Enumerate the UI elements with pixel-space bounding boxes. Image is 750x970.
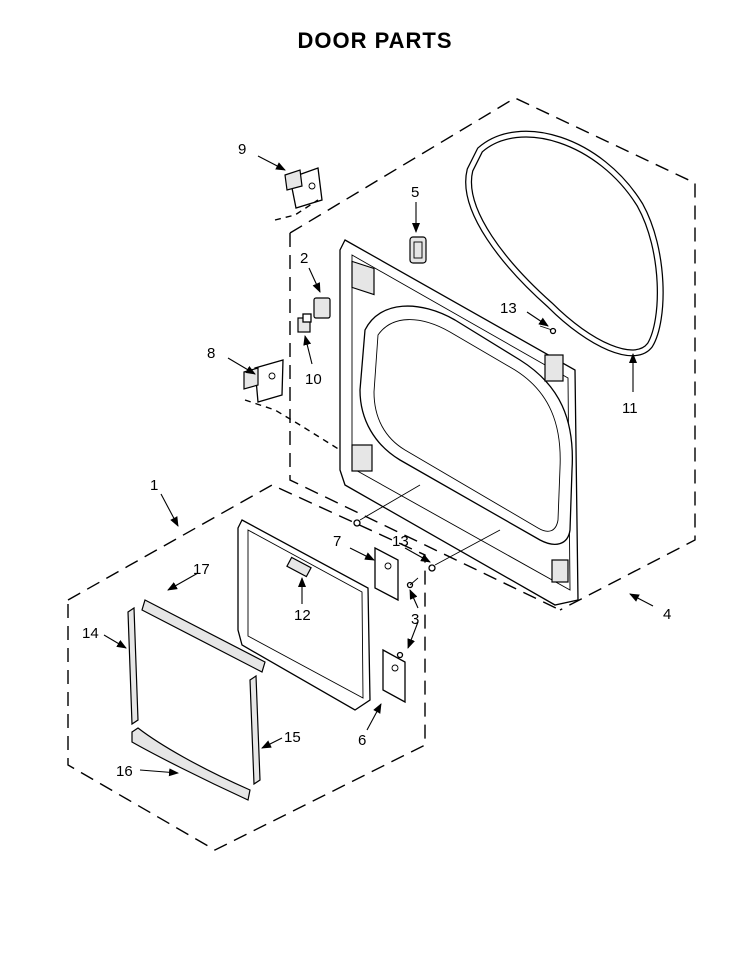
callout-11: 11: [622, 400, 638, 417]
door-trim-16: [131, 727, 251, 801]
door-seal-gasket: [465, 130, 664, 357]
door-catch-10: [297, 313, 312, 333]
front-panel: [339, 239, 579, 606]
callout-labels: 9 5 2 13 8 10 11 1 7 13 17 3 12 4 14 6 1…: [82, 141, 671, 780]
door-hinge-6: [382, 648, 406, 704]
callout-17: 17: [193, 561, 210, 578]
door-hinge-9: [274, 167, 323, 221]
callout-3: 3: [411, 611, 419, 628]
callout-9: 9: [238, 141, 246, 158]
callout-13-top: 13: [500, 300, 517, 317]
callout-2: 2: [300, 250, 308, 267]
door-hinge-7: [374, 546, 399, 602]
dryer-front-outline: [289, 97, 696, 611]
callout-16: 16: [116, 763, 133, 780]
screws-3: [396, 577, 419, 659]
door-trim-15: [249, 674, 261, 786]
callout-12: 12: [294, 607, 311, 624]
callout-15: 15: [284, 729, 301, 746]
inner-door-panel: [237, 519, 371, 711]
callout-14: 14: [82, 625, 99, 642]
screw-13-lower: [353, 484, 501, 572]
door-trim-17: [141, 599, 266, 673]
callout-13-lower: 13: [392, 533, 409, 550]
screw-13-top: [539, 325, 557, 335]
door-assembly-outline: [67, 484, 426, 851]
door-strike-2: [313, 297, 331, 319]
callout-10: 10: [305, 371, 322, 388]
callout-8: 8: [207, 345, 215, 362]
callout-1: 1: [150, 477, 158, 494]
door-hinge-8: [243, 359, 341, 451]
callout-4: 4: [663, 606, 671, 623]
door-trim-14: [127, 606, 139, 726]
callout-6: 6: [358, 732, 366, 749]
diagram-title: DOOR PARTS: [297, 28, 453, 53]
callout-7: 7: [333, 533, 341, 550]
leader-lines: [103, 155, 654, 777]
callout-5: 5: [411, 184, 419, 201]
door-switch-5: [409, 236, 427, 264]
